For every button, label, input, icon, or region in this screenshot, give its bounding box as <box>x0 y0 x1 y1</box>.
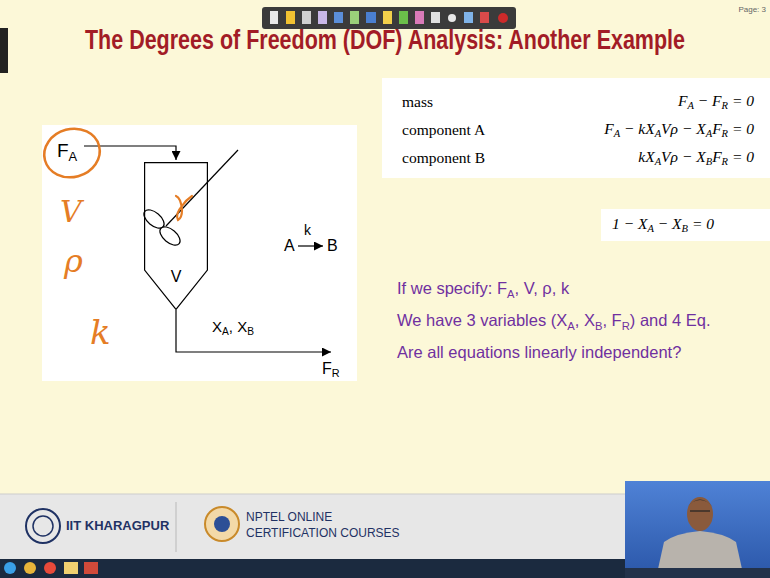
presenter-hair <box>687 500 713 508</box>
toolbar-icon <box>399 11 408 24</box>
page-number: Page: 3 <box>738 5 766 14</box>
toolbar-icon <box>334 12 343 23</box>
note-text: If we specify: FA, V, ρ, k <box>397 279 569 300</box>
volume-label: V <box>144 268 208 286</box>
slide-title: The Degrees of Freedom (DOF) Analysis: A… <box>85 24 685 56</box>
species-label: B <box>327 237 338 255</box>
presenter-glasses <box>690 510 710 511</box>
reaction-arrow <box>298 245 323 246</box>
species-label: A <box>284 237 295 255</box>
hand-scribble <box>176 196 192 220</box>
composition-label: XA, XB <box>212 318 254 337</box>
toolbar-icon <box>302 11 311 24</box>
video-ground <box>625 481 770 578</box>
diagram-panel <box>42 125 357 381</box>
presenter-video <box>625 481 770 578</box>
hand-note: ρ <box>64 242 83 280</box>
toolbar-icon <box>431 12 440 23</box>
stirrer <box>141 150 238 249</box>
tank-outline <box>144 162 208 310</box>
note-text: Are all equations linearly independent? <box>397 343 681 362</box>
toolbar-icon <box>383 11 392 24</box>
video-desk <box>625 568 770 578</box>
presenter-head <box>687 497 713 531</box>
toolbar-icon <box>350 11 359 24</box>
iit-logo <box>33 516 53 536</box>
taskbar-icon <box>4 562 16 574</box>
toolbar-icon <box>415 11 424 24</box>
toolbar-icon <box>270 11 278 24</box>
stirrer-blade <box>157 223 184 248</box>
toolbar-icon <box>480 12 489 23</box>
hand-note: V <box>60 194 82 229</box>
balance-equation: FA − kXAVρ − XAFR = 0 <box>485 120 754 139</box>
hand-note: k <box>90 312 111 352</box>
balance-equation: FA − FR = 0 <box>485 92 754 111</box>
balance-name: component B <box>402 149 485 167</box>
balance-name: component A <box>402 121 485 139</box>
iit-logo <box>26 509 60 543</box>
rate-constant: k <box>304 222 311 238</box>
note-text: We have 3 variables (XA, XB, FR) and 4 E… <box>397 311 711 332</box>
stream-label: FA <box>57 140 77 164</box>
stream-label: FR <box>322 360 340 379</box>
tank-outline <box>145 163 208 310</box>
hand-circle <box>39 123 106 184</box>
window-edge <box>0 28 8 73</box>
stream-line <box>176 310 331 352</box>
footer-text: CERTIFICATION COURSES <box>246 526 400 540</box>
taskbar-icon <box>44 562 56 574</box>
toolbar-icon <box>286 11 295 24</box>
reactor-tank: V <box>144 162 208 310</box>
toolbar-icon <box>448 14 456 22</box>
constraint-box: 1 − XA − XB = 0 <box>601 209 770 241</box>
toolbar-icon <box>498 13 508 23</box>
taskbar-icon <box>24 562 36 574</box>
nptel-logo <box>205 507 239 541</box>
taskbar-icon <box>84 562 98 574</box>
process-streams <box>84 146 331 352</box>
toolbar-icon <box>464 12 473 23</box>
footer-text: NPTEL ONLINE <box>246 510 332 524</box>
toolbar-icon <box>366 12 376 23</box>
constraint-equation: 1 − XA − XB = 0 <box>612 215 759 234</box>
taskbar-icon <box>64 562 78 574</box>
footer-text: IIT KHARAGPUR <box>66 518 169 533</box>
footer-separator <box>176 502 177 552</box>
balance-name: mass <box>402 93 485 111</box>
balance-equation: kXAVρ − XBFR = 0 <box>485 148 754 167</box>
toolbar-icon <box>318 11 327 24</box>
stirrer-shaft <box>166 150 238 226</box>
equation-box: massFA − FR = 0component AFA − kXAVρ − X… <box>382 78 770 178</box>
nptel-logo <box>214 516 230 532</box>
